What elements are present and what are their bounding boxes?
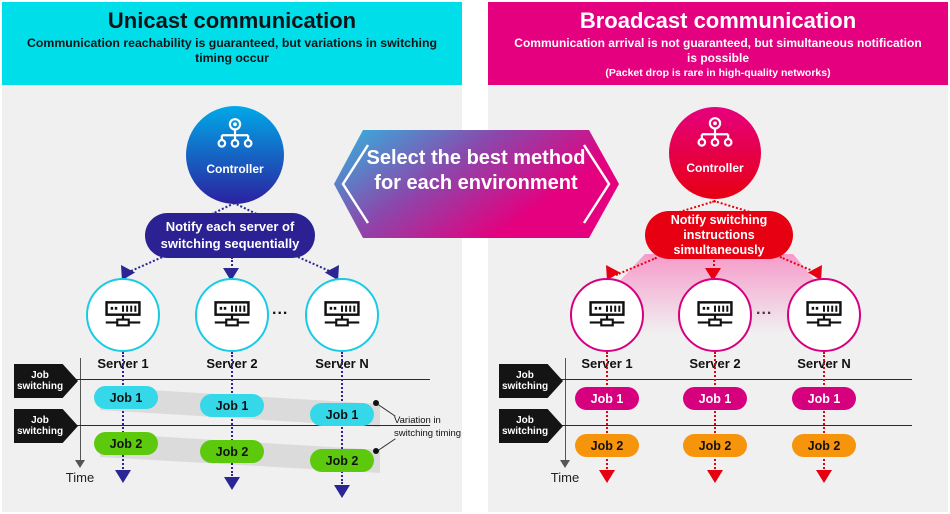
broadcast-header: Broadcast communication Communication ar… xyxy=(488,2,948,85)
job-flow-line xyxy=(714,352,716,469)
unicast-ellipsis: ... xyxy=(272,301,289,318)
broadcast-job-switching-badge-2: Job switching xyxy=(499,409,563,443)
broadcast-title: Broadcast communication xyxy=(579,8,857,33)
unicast-server-n xyxy=(305,278,379,352)
broadcast-note: (Packet drop is rare in high-quality net… xyxy=(605,66,831,79)
unicast-job1-server1: Job 1 xyxy=(94,386,158,409)
broadcast-time-label: Time xyxy=(550,470,580,485)
broadcast-server-2 xyxy=(678,278,752,352)
unicast-job-switching-badge-1: Job switching xyxy=(14,364,78,398)
broadcast-controller-label: Controller xyxy=(686,161,744,175)
broadcast-notify-pill: Notify switching instructions simultaneo… xyxy=(645,211,793,259)
switch-line-1 xyxy=(72,379,430,380)
left-chevron-icon xyxy=(341,144,370,224)
time-axis xyxy=(565,358,566,461)
broadcast-server-n xyxy=(787,278,861,352)
broadcast-server-1 xyxy=(570,278,644,352)
unicast-subtitle: Communication reachability is guaranteed… xyxy=(27,36,437,66)
switch-line-1 xyxy=(557,379,912,380)
unicast-title: Unicast communication xyxy=(107,8,357,33)
unicast-header: Unicast communication Communication reac… xyxy=(2,2,462,85)
broadcast-job2-servern: Job 2 xyxy=(792,434,856,457)
server-icon xyxy=(214,300,250,326)
arrowhead xyxy=(707,470,723,483)
broadcast-job2-server1: Job 2 xyxy=(575,434,639,457)
broadcast-subtitle: Communication arrival is not guaranteed,… xyxy=(514,36,922,66)
dotted-arrow xyxy=(231,257,233,270)
switch-line-2 xyxy=(72,425,430,426)
server-icon xyxy=(589,300,625,326)
broadcast-job-switching-badge-1: Job switching xyxy=(499,364,563,398)
right-chevron-icon xyxy=(582,144,611,224)
job-flow-line xyxy=(122,352,124,469)
unicast-notify-pill: Notify each server of switching sequenti… xyxy=(145,213,315,258)
arrowhead xyxy=(223,268,239,281)
broadcast-job1-server1: Job 1 xyxy=(575,387,639,410)
unicast-server-1 xyxy=(86,278,160,352)
broadcast-job1-server2: Job 1 xyxy=(683,387,747,410)
arrowhead xyxy=(816,470,832,483)
variation-annotation: Variation in switching timing xyxy=(394,414,474,441)
broadcast-controller: Controller xyxy=(669,107,761,199)
unicast-job2-server1: Job 2 xyxy=(94,432,158,455)
center-banner-shape xyxy=(334,130,619,238)
unicast-time-label: Time xyxy=(65,470,95,485)
variation-annotation-line2: switching timing xyxy=(394,428,462,440)
center-banner-text: Select the best method for each environm… xyxy=(330,146,622,196)
callout-dot xyxy=(373,400,379,406)
job-flow-line xyxy=(823,352,825,469)
unicast-controller-label: Controller xyxy=(206,162,264,176)
network-controller-icon xyxy=(217,118,253,148)
broadcast-job2-server2: Job 2 xyxy=(683,434,747,457)
broadcast-job1-servern: Job 1 xyxy=(792,387,856,410)
center-banner-line2: for each environment xyxy=(374,172,578,194)
unicast-job2-servern: Job 2 xyxy=(310,449,374,472)
arrowhead xyxy=(224,477,240,490)
variation-annotation-line1: Variation in xyxy=(394,415,441,426)
unicast-controller: Controller xyxy=(186,106,284,204)
server-icon xyxy=(697,300,733,326)
time-axis-arrow xyxy=(74,460,85,468)
server-icon xyxy=(105,300,141,326)
callout-dot xyxy=(373,448,379,454)
center-banner-line1: Select the best method xyxy=(366,147,586,169)
arrowhead xyxy=(599,470,615,483)
arrowhead xyxy=(334,485,350,498)
time-axis-arrow xyxy=(559,460,570,468)
server-icon xyxy=(806,300,842,326)
network-controller-icon xyxy=(697,117,733,147)
arrowhead xyxy=(115,470,131,483)
server-icon xyxy=(324,300,360,326)
job-flow-line xyxy=(606,352,608,469)
unicast-server-2 xyxy=(195,278,269,352)
time-axis xyxy=(80,358,81,461)
arrowhead xyxy=(705,268,721,281)
unicast-job2-server2: Job 2 xyxy=(200,440,264,463)
dotted-arrow xyxy=(713,257,715,270)
switch-line-2 xyxy=(557,425,912,426)
unicast-job-switching-badge-2: Job switching xyxy=(14,409,78,443)
unicast-job1-servern: Job 1 xyxy=(310,403,374,426)
unicast-job1-server2: Job 1 xyxy=(200,394,264,417)
